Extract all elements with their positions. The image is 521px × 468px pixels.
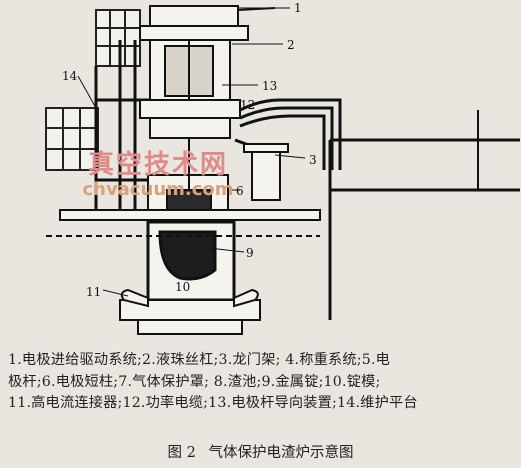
watermark-chinese: 真空技术网 xyxy=(87,150,228,180)
watermark-url: chvacuum.com xyxy=(82,179,234,200)
legend-line-2: 极杆;6.电极短柱;7.气体保护罩; 8.渣池;9.金属锭;10.锭模; xyxy=(8,373,381,390)
furnace-schematic-drawing: 1 2 3 6 9 10 11 12 13 14 xyxy=(45,1,520,335)
figure-number: 图 2 xyxy=(167,445,196,461)
furnace-schematic-figure: 1 2 3 6 9 10 11 12 13 14 真空技术网 chvacuum.… xyxy=(45,1,520,335)
figure-legend: 1.电极进给驱动系统;2.液珠丝杠;3.龙门架; 4.称重系统;5.电 极杆;6… xyxy=(8,350,518,415)
electrode-rod-guide xyxy=(139,39,241,139)
figure-caption: 图 2 气体保护电渣炉示意图 xyxy=(0,441,521,462)
callout-13: 13 xyxy=(262,79,277,93)
callout-9: 9 xyxy=(246,246,254,260)
callout-6: 6 xyxy=(236,184,244,198)
gantry xyxy=(243,110,520,320)
callout-12: 12 xyxy=(240,98,255,112)
site-watermark: 真空技术网 chvacuum.com xyxy=(78,144,238,200)
figure-title-text: 气体保护电渣炉示意图 xyxy=(208,445,354,461)
maintenance-platform-upper xyxy=(95,9,141,67)
callout-2: 2 xyxy=(287,38,295,52)
callout-leaders xyxy=(77,7,306,297)
callout-3: 3 xyxy=(309,153,317,167)
maintenance-platform-lower xyxy=(45,107,99,171)
ingot-mould xyxy=(146,220,236,302)
callout-11: 11 xyxy=(86,285,101,299)
legend-line-3: 11.高电流连接器;12.功率电缆;13.电极杆导向装置;14.维护平台 xyxy=(8,395,418,411)
power-cables xyxy=(234,98,342,170)
legend-line-1: 1.电极进给驱动系统;2.液珠丝杠;3.龙门架; 4.称重系统;5.电 xyxy=(8,352,391,368)
callout-1: 1 xyxy=(294,1,302,15)
gas-protection-hood xyxy=(147,138,229,221)
furnace-base xyxy=(46,209,321,335)
electrode-feed-drive xyxy=(139,5,276,41)
high-current-connector xyxy=(120,288,259,308)
callout-10: 10 xyxy=(175,280,190,294)
callout-14: 14 xyxy=(62,69,78,83)
